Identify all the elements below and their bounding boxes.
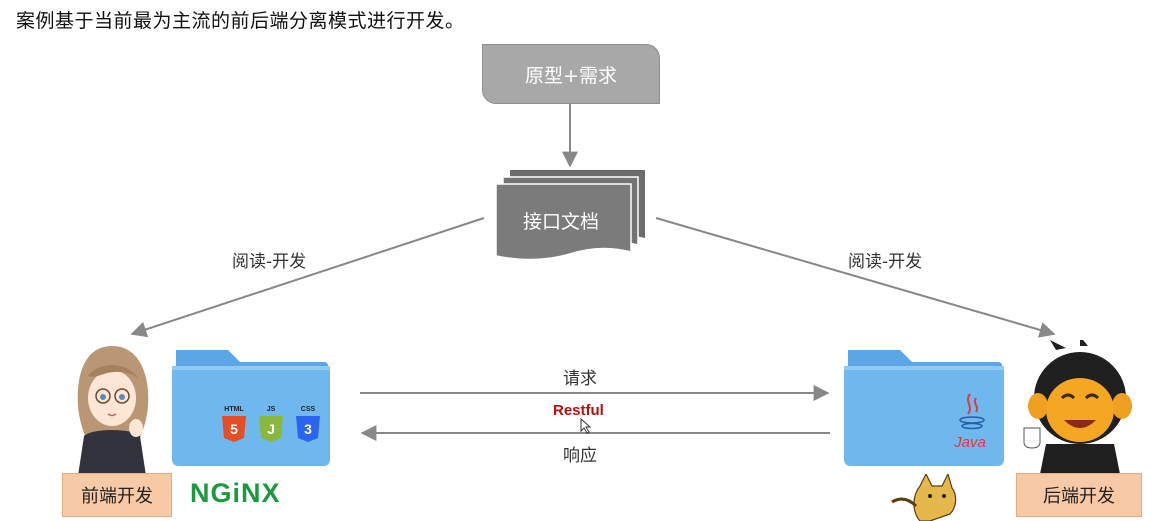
arrow-doc-to-frontend	[130, 217, 485, 338]
svg-text:J: J	[267, 421, 275, 437]
java-logo-text: Java	[953, 434, 986, 451]
tomcat-cat-icon	[891, 474, 957, 521]
intro-text: 案例基于当前最为主流的前后端分离模式进行开发。	[16, 10, 465, 32]
restful-label: Restful	[553, 402, 604, 419]
svg-text:5: 5	[230, 421, 238, 437]
backend-role-label: 后端开发	[1043, 486, 1115, 507]
response-label: 响应	[563, 446, 597, 466]
frontend-folder-icon: HTML 5 JS J CSS 3	[172, 350, 330, 466]
doc-stack-shape	[495, 170, 645, 261]
svg-text:CSS: CSS	[301, 406, 316, 413]
nginx-logo: NGiNX	[190, 478, 281, 508]
svg-text:HTML: HTML	[224, 406, 244, 413]
svg-text:3: 3	[304, 421, 312, 437]
request-label: 请求	[563, 369, 597, 389]
frontend-role-box: 前端开发	[62, 473, 172, 517]
arrow-doc-to-backend	[655, 217, 1056, 338]
html5-icon: HTML 5	[222, 406, 246, 442]
js-icon: JS J	[259, 406, 283, 442]
doc-label: 接口文档	[522, 211, 599, 233]
css3-icon: CSS 3	[296, 406, 320, 442]
mouse-cursor-icon	[580, 418, 592, 434]
frontend-role-label: 前端开发	[81, 486, 153, 507]
frontend-girl-illustration	[77, 346, 149, 476]
backend-role-box: 后端开发	[1016, 473, 1142, 517]
left-edge-label: 阅读-开发	[232, 252, 307, 272]
prototype-label: 原型+需求	[525, 64, 617, 87]
prototype-box: 原型+需求	[482, 44, 660, 104]
svg-text:JS: JS	[267, 406, 276, 413]
backend-monkey-illustration	[1023, 340, 1132, 474]
java-icon: Java	[953, 393, 986, 451]
backend-folder-icon: Java	[844, 350, 1004, 466]
right-edge-label: 阅读-开发	[848, 252, 923, 272]
